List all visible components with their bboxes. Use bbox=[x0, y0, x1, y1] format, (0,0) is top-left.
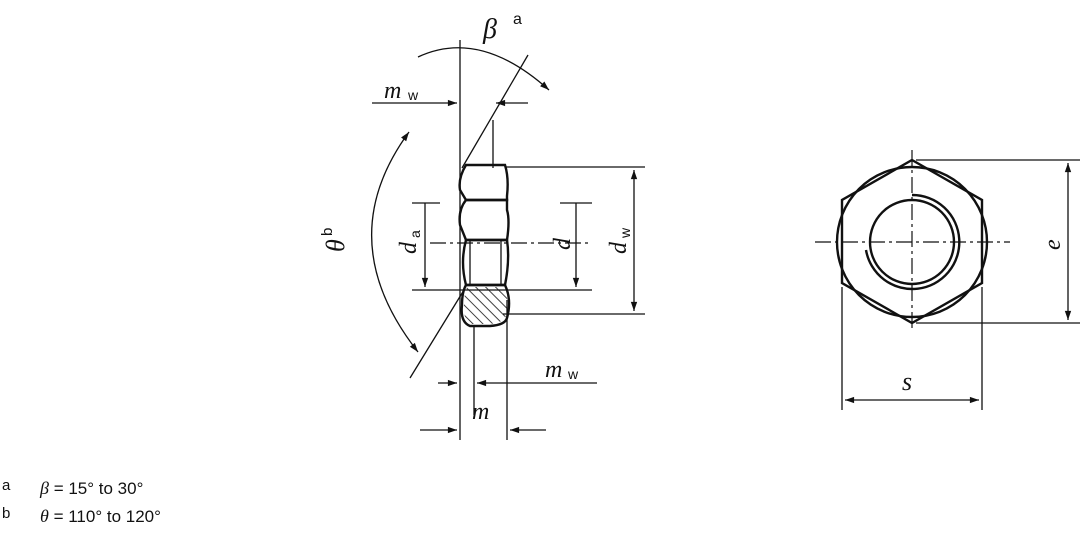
beta-angle-arc bbox=[417, 47, 550, 91]
nut-body-outline bbox=[458, 163, 509, 202]
mw-bottom-label: m bbox=[545, 357, 562, 383]
theta-footnote-mark: b bbox=[319, 228, 336, 236]
theta-angle-arc bbox=[370, 131, 419, 353]
footnote-a: a β = 15° to 30° bbox=[0, 477, 400, 506]
theta-angle-line bbox=[409, 289, 465, 379]
m-label: m bbox=[472, 399, 489, 425]
footnote-value: = 110° to 120° bbox=[48, 507, 161, 526]
beta-label: β bbox=[482, 14, 497, 45]
nut-hatched-section bbox=[460, 283, 511, 328]
beta-angle-line bbox=[461, 54, 529, 169]
beta-footnote-mark: a bbox=[513, 11, 522, 28]
thread-arc bbox=[864, 193, 961, 291]
dw-subscript: w bbox=[617, 227, 633, 239]
footnote-symbol: θ bbox=[40, 506, 49, 526]
e-label: e bbox=[1040, 239, 1066, 250]
footnote-mark: a bbox=[2, 477, 11, 494]
s-label: s bbox=[902, 367, 912, 396]
dw-label: d bbox=[606, 241, 632, 254]
footnote-b: b θ = 110° to 120° bbox=[0, 505, 400, 534]
theta-label: θ bbox=[321, 239, 350, 252]
mw-bottom-subscript: w bbox=[567, 366, 579, 382]
footnote-symbol: β bbox=[40, 478, 49, 498]
mw-top-subscript: w bbox=[407, 87, 419, 103]
footnote-mark: b bbox=[2, 505, 11, 522]
da-label: d bbox=[396, 241, 422, 254]
footnote-value: = 15° to 30° bbox=[48, 479, 144, 498]
mw-top-label: m bbox=[384, 78, 401, 104]
d-label: d bbox=[550, 237, 576, 250]
footnotes: a β = 15° to 30° b θ = 110° to 120° bbox=[0, 477, 400, 534]
nut-mid-section bbox=[458, 198, 510, 242]
side-view: β a m w θ b d a d d w m w m bbox=[319, 11, 645, 440]
footnote-text: β = 15° to 30° bbox=[40, 478, 143, 499]
front-view: e s bbox=[815, 150, 1080, 410]
footnote-text: θ = 110° to 120° bbox=[40, 506, 161, 527]
da-subscript: a bbox=[407, 230, 423, 238]
section-hatching bbox=[463, 287, 508, 324]
